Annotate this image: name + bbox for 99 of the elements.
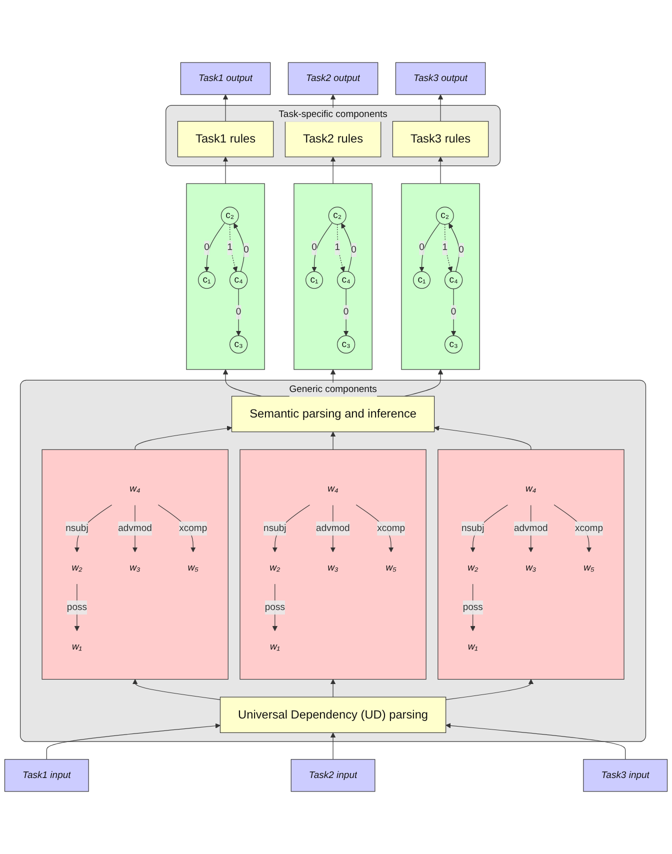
edge-label: nsubj bbox=[264, 523, 286, 534]
edge-label: poss bbox=[66, 602, 87, 612]
node-circle: c₁ bbox=[413, 271, 430, 289]
arrow bbox=[438, 94, 444, 122]
node-text: w₄ bbox=[526, 484, 536, 494]
edge-label: nsubj bbox=[462, 523, 484, 534]
node-box: Task2 input bbox=[290, 759, 376, 792]
arrow bbox=[446, 723, 626, 760]
edge-label: xcomp bbox=[575, 523, 603, 534]
edge-label: 1 bbox=[442, 242, 448, 253]
node-text: w₂ bbox=[468, 562, 478, 573]
arrow bbox=[330, 732, 336, 760]
cluster bbox=[294, 183, 372, 370]
node-text: w₂ bbox=[72, 562, 82, 573]
arrow bbox=[438, 156, 444, 184]
edge-label: 0 bbox=[450, 306, 456, 317]
arrow bbox=[230, 224, 238, 272]
edge-label: 0 bbox=[351, 244, 356, 255]
edge-label: 0 bbox=[312, 242, 317, 253]
node-circle: c₃ bbox=[337, 335, 356, 354]
node-text: w₂ bbox=[270, 562, 280, 573]
edge-label: nsubj bbox=[66, 523, 88, 534]
arrow bbox=[132, 679, 221, 700]
arrow bbox=[74, 584, 80, 632]
edge-label: advmod bbox=[514, 523, 548, 534]
arrow bbox=[312, 222, 333, 272]
node-box: Task1 rules bbox=[177, 121, 274, 158]
arrow bbox=[330, 432, 336, 450]
node-box: Task1 output bbox=[180, 62, 271, 95]
arrow bbox=[222, 369, 262, 397]
node-box: Task3 rules bbox=[392, 121, 489, 158]
node-box: Task3 output bbox=[395, 62, 486, 95]
arrow bbox=[74, 504, 112, 552]
node-circle: c₃ bbox=[444, 335, 463, 354]
node-circle: c₂ bbox=[328, 206, 346, 225]
arrow bbox=[470, 504, 508, 552]
arrow bbox=[204, 222, 226, 272]
arrow bbox=[444, 224, 453, 272]
cluster bbox=[186, 183, 265, 370]
arrow bbox=[330, 156, 336, 184]
node-box: Semantic parsing and inference bbox=[231, 396, 435, 432]
node-box: Task3 input bbox=[583, 759, 668, 792]
edge-label: 0 bbox=[458, 244, 464, 255]
node-circle: c₁ bbox=[306, 271, 323, 289]
arrow bbox=[446, 679, 534, 700]
node-text: w₃ bbox=[328, 562, 338, 573]
arrow bbox=[272, 504, 310, 552]
edge-label: poss bbox=[462, 602, 483, 612]
node-circle: c₃ bbox=[230, 335, 248, 354]
cluster bbox=[240, 449, 426, 680]
edge-label: 0 bbox=[236, 306, 242, 317]
node-circle: c₁ bbox=[198, 271, 216, 289]
edge-label: 1 bbox=[227, 242, 233, 253]
edge-label: poss bbox=[264, 602, 285, 612]
arrow bbox=[470, 584, 476, 632]
node-text: w₁ bbox=[270, 642, 280, 652]
node-box: Universal Dependency (UD) parsing bbox=[220, 696, 446, 733]
node-text: w₅ bbox=[188, 562, 198, 573]
cluster bbox=[438, 449, 624, 680]
arrow bbox=[450, 288, 456, 336]
node-text: w₄ bbox=[130, 484, 140, 494]
node-text: w₃ bbox=[130, 562, 140, 573]
cluster bbox=[401, 183, 480, 370]
arrow bbox=[343, 288, 349, 336]
edge-label: 0 bbox=[419, 242, 424, 253]
node-text: w₁ bbox=[72, 642, 82, 652]
arrow bbox=[419, 222, 440, 272]
cluster bbox=[42, 449, 228, 680]
node-box: Task1 input bbox=[4, 759, 89, 792]
node-circle: c₂ bbox=[220, 206, 239, 225]
edge-label: xcomp bbox=[377, 523, 406, 534]
edge-label: advmod bbox=[118, 523, 152, 534]
arrow bbox=[404, 369, 444, 397]
node-text: w₅ bbox=[584, 562, 594, 573]
arrow bbox=[236, 288, 242, 336]
node-text: w₁ bbox=[468, 642, 478, 652]
arrow bbox=[222, 156, 228, 184]
node-circle: c₄ bbox=[444, 270, 463, 290]
arrow bbox=[46, 723, 220, 760]
arrow bbox=[134, 426, 232, 450]
edge-label: 1 bbox=[334, 242, 340, 253]
node-text: w₄ bbox=[328, 484, 338, 494]
arrow bbox=[337, 224, 346, 272]
arrow bbox=[434, 426, 532, 450]
node-circle: c₂ bbox=[436, 206, 454, 225]
arrow bbox=[272, 584, 278, 632]
edge-label: advmod bbox=[316, 523, 350, 534]
edge-label: 0 bbox=[343, 306, 349, 317]
arrow bbox=[330, 679, 336, 698]
node-circle: c₄ bbox=[337, 270, 356, 290]
edge-label: xcomp bbox=[179, 523, 208, 534]
node-text: w₅ bbox=[386, 562, 396, 573]
node-text: w₃ bbox=[526, 562, 536, 573]
node-circle: c₄ bbox=[230, 270, 248, 290]
edge-label: 0 bbox=[204, 242, 210, 253]
arrow bbox=[222, 94, 228, 122]
node-box: Task2 rules bbox=[284, 121, 382, 158]
edge-label: 0 bbox=[244, 244, 249, 255]
node-box: Task2 output bbox=[288, 62, 378, 95]
